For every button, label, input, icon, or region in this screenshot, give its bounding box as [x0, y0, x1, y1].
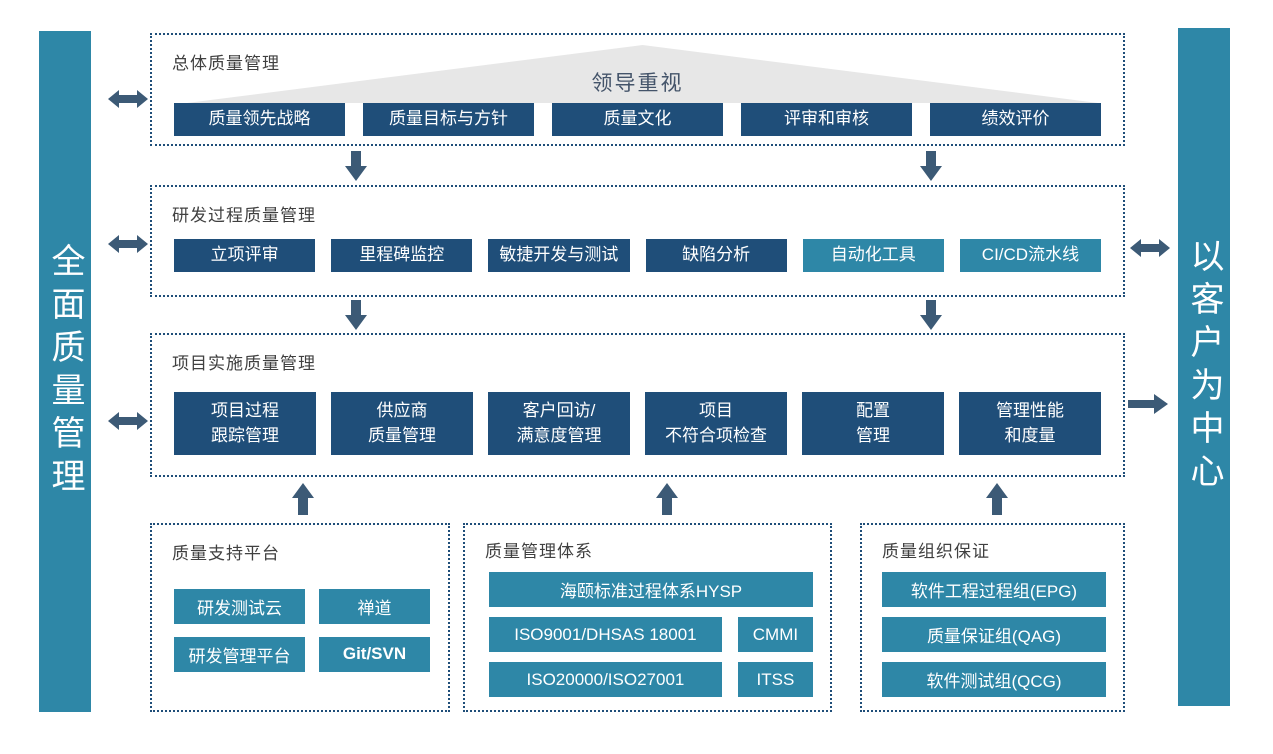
rd-item-project-approval: 立项评审	[174, 239, 316, 272]
overall-item-review-audit: 评审和审核	[741, 103, 912, 136]
org-item-epg: 软件工程过程组(EPG)	[882, 572, 1106, 607]
system-row-iso9001: ISO9001/DHSAS 18001 CMMI	[489, 617, 813, 652]
section-project-impl-quality: 项目实施质量管理 项目过程 跟踪管理 供应商 质量管理 客户回访/ 满意度管理 …	[150, 333, 1125, 477]
impl-item-line: 不符合项检查	[665, 425, 767, 445]
section-title-rd: 研发过程质量管理	[172, 206, 316, 225]
section-title-impl: 项目实施质量管理	[172, 354, 316, 373]
impl-item-line: 跟踪管理	[211, 425, 279, 445]
overall-item-goals-policy: 质量目标与方针	[363, 103, 534, 136]
impl-item-line: 满意度管理	[516, 425, 602, 445]
platform-item-git-svn: Git/SVN	[318, 637, 430, 672]
down-arrow-rd-to-impl-right-icon	[920, 300, 942, 330]
system-item-hysp: 海颐标准过程体系HYSP	[489, 572, 813, 607]
left-double-arrow-impl-icon	[108, 409, 148, 433]
impl-item-line: 供应商	[376, 400, 428, 420]
impl-item-customer-satisfaction: 客户回访/ 满意度管理	[488, 392, 630, 455]
down-arrow-overall-to-rd-left-icon	[345, 151, 367, 181]
impl-item-supplier-quality: 供应商 质量管理	[331, 392, 473, 455]
right-arrow-impl-icon	[1128, 392, 1168, 416]
section-title-org: 质量组织保证	[882, 542, 990, 561]
impl-item-nonconformance-check: 项目 不符合项检查	[645, 392, 787, 455]
total-quality-management-bar: 全面质量管理	[39, 31, 91, 712]
impl-items-row: 项目过程 跟踪管理 供应商 质量管理 客户回访/ 满意度管理 项目 不符合项检查…	[174, 392, 1101, 455]
impl-item-line: 和度量	[1004, 425, 1056, 445]
system-items-column: 海颐标准过程体系HYSP ISO9001/DHSAS 18001 CMMI IS…	[489, 572, 813, 697]
overall-item-performance-eval: 绩效评价	[930, 103, 1101, 136]
down-arrow-rd-to-impl-left-icon	[345, 300, 367, 330]
org-item-qcg: 软件测试组(QCG)	[882, 662, 1106, 697]
left-double-arrow-overall-icon	[108, 87, 148, 111]
section-overall-quality: 领导重视 总体质量管理 质量领先战略 质量目标与方针 质量文化 评审和审核 绩效…	[150, 33, 1125, 146]
impl-item-line: 项目	[699, 400, 733, 420]
impl-item-performance-measure: 管理性能 和度量	[959, 392, 1101, 455]
left-double-arrow-rd-icon	[108, 232, 148, 256]
rd-item-agile-dev-test: 敏捷开发与测试	[488, 239, 630, 272]
org-item-qag: 质量保证组(QAG)	[882, 617, 1106, 652]
section-quality-mgmt-system: 质量管理体系 海颐标准过程体系HYSP ISO9001/DHSAS 18001 …	[463, 523, 832, 712]
section-quality-support-platform: 质量支持平台 研发测试云 禅道 研发管理平台 Git/SVN	[150, 523, 450, 712]
impl-item-config-management: 配置 管理	[802, 392, 944, 455]
customer-centric-label: 以客户为中心	[1185, 238, 1223, 496]
system-item-iso20000-iso27001: ISO20000/ISO27001	[489, 662, 722, 697]
platform-item-rd-mgmt-platform: 研发管理平台	[174, 637, 305, 672]
system-item-cmmi: CMMI	[737, 617, 813, 652]
impl-item-line: 客户回访/	[522, 400, 596, 420]
platform-item-zentao: 禅道	[318, 589, 430, 624]
down-arrow-overall-to-rd-right-icon	[920, 151, 942, 181]
up-arrow-platform-icon	[292, 483, 314, 515]
leadership-banner-label: 领导重视	[591, 72, 684, 95]
platform-item-rd-test-cloud: 研发测试云	[174, 589, 305, 624]
rd-item-defect-analysis: 缺陷分析	[645, 239, 787, 272]
platform-items-grid: 研发测试云 禅道 研发管理平台 Git/SVN	[174, 589, 430, 672]
section-title-platform: 质量支持平台	[172, 544, 280, 563]
section-title-overall: 总体质量管理	[172, 54, 280, 73]
section-rd-process-quality: 研发过程质量管理 立项评审 里程碑监控 敏捷开发与测试 缺陷分析 自动化工具 C…	[150, 185, 1125, 297]
impl-item-line: 管理性能	[996, 400, 1064, 420]
overall-items-row: 质量领先战略 质量目标与方针 质量文化 评审和审核 绩效评价	[174, 103, 1101, 136]
system-item-iso9001-dhsas: ISO9001/DHSAS 18001	[489, 617, 722, 652]
impl-item-process-tracking: 项目过程 跟踪管理	[174, 392, 316, 455]
up-arrow-org-icon	[986, 483, 1008, 515]
rd-item-cicd-pipeline: CI/CD流水线	[959, 239, 1102, 272]
total-quality-management-label: 全面质量管理	[46, 242, 84, 501]
system-row-iso20000: ISO20000/ISO27001 ITSS	[489, 662, 813, 697]
overall-item-quality-strategy: 质量领先战略	[174, 103, 345, 136]
org-items-column: 软件工程过程组(EPG) 质量保证组(QAG) 软件测试组(QCG)	[882, 572, 1106, 697]
section-title-system: 质量管理体系	[485, 542, 593, 561]
impl-item-line: 管理	[856, 425, 890, 445]
rd-items-row: 立项评审 里程碑监控 敏捷开发与测试 缺陷分析 自动化工具 CI/CD流水线	[174, 239, 1102, 272]
up-arrow-system-icon	[656, 483, 678, 515]
rd-item-milestone-monitor: 里程碑监控	[331, 239, 473, 272]
overall-item-quality-culture: 质量文化	[552, 103, 723, 136]
customer-centric-bar: 以客户为中心	[1178, 28, 1230, 706]
impl-item-line: 配置	[856, 400, 890, 420]
impl-item-line: 项目过程	[211, 400, 279, 420]
rd-item-automation-tools: 自动化工具	[802, 239, 944, 272]
impl-item-line: 质量管理	[368, 425, 436, 445]
system-item-itss: ITSS	[737, 662, 813, 697]
right-double-arrow-rd-icon	[1130, 236, 1170, 260]
section-quality-org-assurance: 质量组织保证 软件工程过程组(EPG) 质量保证组(QAG) 软件测试组(QCG…	[860, 523, 1125, 712]
